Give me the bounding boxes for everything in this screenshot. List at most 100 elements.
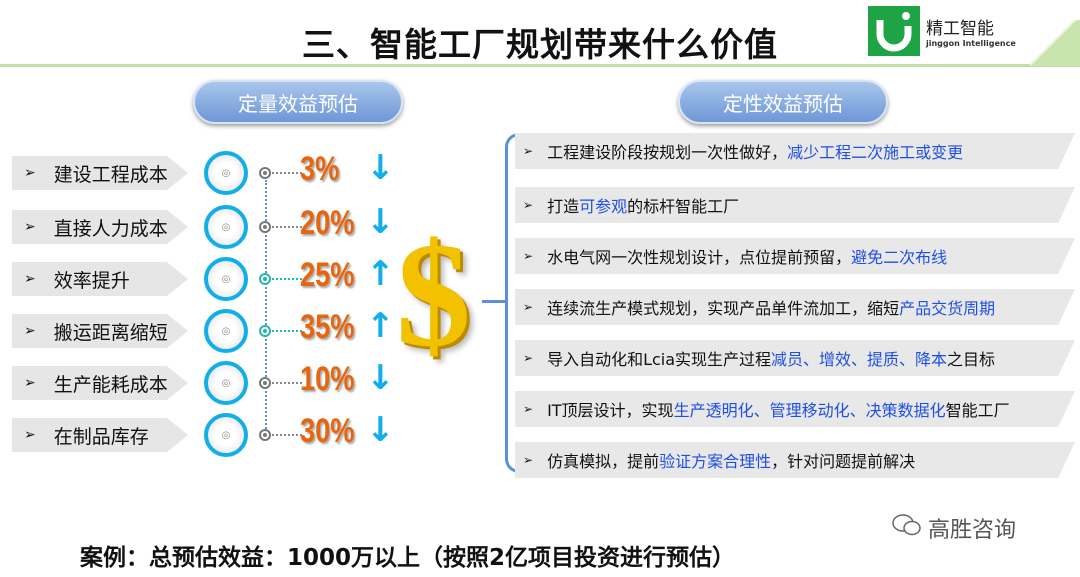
dotted-connector [272, 278, 302, 280]
percent-value: 3% [300, 150, 340, 188]
target-icon: ◎ [204, 413, 248, 457]
bullet-icon: ➢ [523, 144, 534, 158]
quantitative-row: ➢ 效率提升 ◎ 25% ↑ [12, 254, 395, 301]
target-icon: ◎ [204, 257, 248, 301]
arrow-up-icon: ↑ [366, 254, 395, 294]
dotted-connector [272, 226, 302, 228]
target-icon: ◎ [204, 205, 248, 249]
arrow-down-icon: ↓ [366, 202, 395, 242]
item-text-end: 的标杆智能工厂 [627, 197, 740, 216]
row-label: 搬运距离缩短 [53, 321, 168, 344]
logo-mark-icon [868, 6, 920, 56]
item-text-end: 之目标 [947, 350, 996, 369]
item-highlight: 可参观 [579, 197, 628, 216]
bracket-notch [482, 300, 507, 303]
row-label-box: ➢ 建设工程成本 [12, 156, 188, 190]
dotted-connector [272, 382, 302, 384]
arrow-down-icon: ↓ [366, 148, 395, 188]
item-text: 导入自动化和Lcia实现生产过程 [547, 350, 772, 369]
logo: 精工智能 jinggon Intelligence [868, 6, 1038, 56]
bullet-icon: ➢ [523, 249, 534, 263]
logo-name-en: jinggon Intelligence [926, 39, 1016, 48]
item-highlight: 减少工程二次施工或变更 [787, 143, 964, 162]
row-label-box: ➢ 生产能耗成本 [12, 366, 188, 400]
item-text: 工程建设阶段按规划一次性做好， [547, 143, 788, 162]
target-icon: ◎ [204, 309, 248, 353]
qualitative-item: ➢ 工程建设阶段按规划一次性做好，减少工程二次施工或变更 [515, 133, 1075, 169]
bullet-icon: ➢ [523, 198, 534, 212]
bullet-icon: ➢ [523, 351, 534, 365]
page-curl-decoration [1030, 20, 1080, 66]
qualitative-item: ➢ 导入自动化和Lcia实现生产过程减员、增效、提质、降本之目标 [515, 340, 1075, 376]
row-label-box: ➢ 搬运距离缩短 [12, 314, 188, 348]
qualitative-item: ➢ 打造可参观的标杆智能工厂 [515, 187, 1075, 223]
watermark: 高胜咨询 [892, 512, 1016, 544]
item-text: 打造 [547, 197, 580, 216]
row-label: 在制品库存 [53, 425, 149, 448]
quantitative-row: ➢ 建设工程成本 ◎ 3% ↓ [12, 148, 395, 195]
quantitative-row: ➢ 生产能耗成本 ◎ 10% ↓ [12, 358, 395, 405]
row-label: 直接人力成本 [53, 217, 168, 240]
row-label: 生产能耗成本 [53, 373, 168, 396]
row-label: 建设工程成本 [53, 163, 168, 186]
logo-name-cn: 精工智能 [926, 19, 994, 39]
node-dot [259, 377, 271, 389]
qualitative-item: ➢ 连续流生产模式规划，实现产品单件流加工，缩短产品交货周期 [515, 289, 1075, 325]
qualitative-item: ➢ 水电气网一次性规划设计，点位提前预留，避免二次布线 [515, 238, 1075, 274]
row-label: 效率提升 [53, 269, 130, 292]
bullet-icon: ➢ [24, 375, 36, 391]
dollar-icon: $ [396, 212, 471, 378]
bullet-icon: ➢ [24, 165, 36, 181]
node-dot [259, 325, 271, 337]
qualitative-header: 定性效益预估 [678, 80, 888, 124]
item-highlight: 避免二次布线 [851, 248, 948, 267]
row-label-box: ➢ 在制品库存 [12, 418, 188, 452]
page-title: 三、智能工厂规划带来什么价值 [302, 25, 778, 64]
node-dot [259, 221, 271, 233]
bullet-icon: ➢ [24, 271, 36, 287]
target-icon: ◎ [204, 151, 248, 195]
percent-value: 30% [300, 412, 355, 450]
dotted-connector [272, 434, 302, 436]
node-dot [259, 273, 271, 285]
node-dot [259, 167, 271, 179]
arrow-up-icon: ↑ [366, 306, 395, 346]
case-summary: 案例：总预估效益：1000万以上（按照2亿项目投资进行预估） [80, 545, 736, 571]
qualitative-item: ➢ 仿真模拟，提前验证方案合理性，针对问题提前解决 [515, 442, 1075, 478]
dotted-connector [272, 330, 302, 332]
item-text: 水电气网一次性规划设计，点位提前预留， [547, 248, 852, 267]
quantitative-header: 定量效益预估 [193, 80, 403, 124]
percent-value: 35% [300, 308, 355, 346]
quantitative-row: ➢在制品库存 ◎ 30% ↓ [12, 410, 395, 457]
item-text-end: 智能工厂 [945, 401, 1010, 420]
header-divider [0, 64, 1080, 67]
item-text-end: ，针对问题提前解决 [771, 452, 916, 471]
percent-value: 20% [300, 204, 355, 242]
arrow-down-icon: ↓ [366, 358, 395, 398]
quantitative-row: ➢直接人力成本 ◎ 20% ↓ [12, 202, 395, 249]
bullet-icon: ➢ [523, 453, 534, 467]
row-label-box: ➢ 效率提升 [12, 262, 188, 296]
bullet-icon: ➢ [523, 402, 534, 416]
item-text: 仿真模拟，提前 [547, 452, 660, 471]
dotted-connector [272, 172, 302, 174]
item-highlight: 生产透明化、管理移动化、决策数据化 [673, 401, 946, 420]
row-label-box: ➢直接人力成本 [12, 210, 188, 244]
item-text: 连续流生产模式规划，实现产品单件流加工，缩短 [547, 299, 900, 318]
bullet-icon: ➢ [523, 300, 534, 314]
item-highlight: 产品交货周期 [899, 299, 996, 318]
percent-value: 10% [300, 360, 355, 398]
item-highlight: 减员、增效、提质、降本 [771, 350, 948, 369]
quantitative-row: ➢ 搬运距离缩短 ◎ 35% ↑ [12, 306, 395, 353]
connector-line [265, 180, 267, 440]
item-text: IT顶层设计，实现 [547, 401, 674, 420]
bullet-icon: ➢ [24, 323, 36, 339]
bullet-icon: ➢ [24, 427, 36, 443]
item-highlight: 验证方案合理性 [659, 452, 772, 471]
node-dot [259, 429, 271, 441]
watermark-text: 高胜咨询 [928, 518, 1017, 543]
qualitative-item: ➢ IT顶层设计，实现生产透明化、管理移动化、决策数据化智能工厂 [515, 391, 1075, 427]
target-icon: ◎ [204, 361, 248, 405]
wechat-icon [892, 513, 922, 543]
percent-value: 25% [300, 256, 355, 294]
